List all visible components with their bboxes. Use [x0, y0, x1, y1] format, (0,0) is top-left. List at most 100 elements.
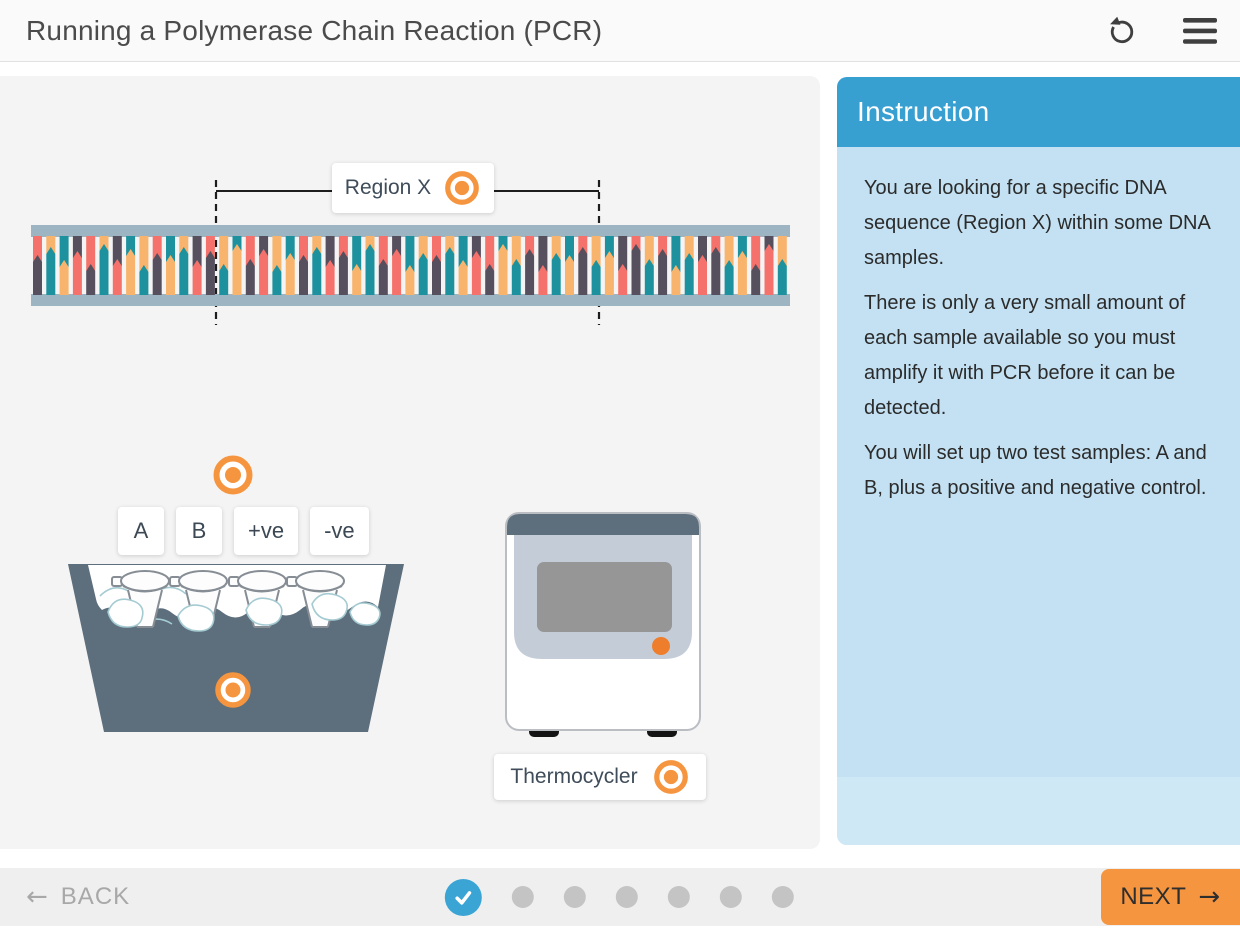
dna-base-pair: [33, 236, 42, 295]
ice-bucket: [68, 564, 404, 732]
progress-step: [511, 886, 534, 908]
next-arrow-icon: →: [1198, 882, 1221, 912]
sample-label-b: B: [176, 507, 222, 555]
dna-base-pair: [352, 236, 362, 295]
dna-base-pair: [471, 236, 481, 295]
region-x-label-text: Region X: [344, 176, 432, 199]
dna-base-pair: [724, 236, 734, 295]
dna-base-pair: [498, 236, 508, 295]
dna-base-pair: [737, 236, 747, 295]
dna-base-pair: [405, 236, 415, 295]
instruction-title: Instruction: [857, 96, 990, 127]
progress-step: [719, 886, 742, 908]
dna-base-pair: [166, 236, 175, 295]
dna-base-pair: [458, 236, 468, 295]
app-header: Running a Polymerase Chain Reaction (PCR…: [0, 0, 1240, 62]
footer-bar: ← BACK NEXT →: [0, 868, 1240, 926]
dna-base-pair: [99, 236, 109, 295]
reset-icon: [1110, 16, 1134, 44]
dna-base-pair: [378, 236, 388, 295]
dna-base-pair: [604, 236, 614, 295]
dna-base-pair: [445, 236, 455, 295]
dna-base-pair: [259, 236, 269, 295]
next-button[interactable]: NEXT →: [1101, 869, 1240, 925]
dna-base-pair: [299, 236, 308, 295]
region-x-label[interactable]: Region X: [332, 163, 494, 213]
dna-base-pair: [631, 236, 641, 295]
dna-base-pair: [751, 236, 761, 295]
dna-base-pair: [219, 236, 229, 295]
back-button[interactable]: ← BACK: [26, 868, 130, 926]
target-icon[interactable]: [213, 455, 253, 495]
dna-base-pair: [711, 236, 721, 295]
dna-base-pair: [312, 236, 322, 295]
dna-base-pair: [112, 236, 122, 295]
dna-base-pair: [551, 236, 561, 295]
progress-step: [615, 886, 638, 908]
dna-base-pair: [152, 236, 162, 295]
dna-base-pair: [618, 236, 628, 295]
reset-button[interactable]: [1102, 11, 1142, 51]
dna-base-pair: [684, 236, 694, 295]
hamburger-menu-icon: [1183, 18, 1217, 44]
dna-base-pair: [525, 236, 535, 295]
dna-base-pair: [565, 236, 574, 295]
instruction-panel-header: Instruction: [837, 77, 1240, 147]
dna-base-pair: [46, 236, 56, 295]
ice-lumps: [107, 592, 381, 632]
dna-base-pair: [179, 236, 189, 295]
dna-base-pair: [285, 236, 295, 295]
dna-base-pair: [698, 236, 707, 295]
header-icons: [1102, 0, 1222, 62]
instruction-panel-footer: [837, 777, 1240, 845]
simulation-illustration: [31, 180, 790, 737]
progress-step-completed: [444, 878, 482, 916]
thermocycler-label[interactable]: Thermocycler: [494, 754, 706, 800]
instruction-paragraph: You are looking for a specific DNA seque…: [864, 177, 1210, 269]
dna-base-pair: [59, 236, 69, 295]
dna-base-pair: [644, 236, 654, 295]
dna-base-pair: [338, 236, 348, 295]
dna-base-pair: [671, 236, 681, 295]
dna-base-pair: [392, 236, 402, 295]
target-icon[interactable]: [652, 758, 690, 796]
progress-step: [667, 886, 690, 908]
back-arrow-icon: ←: [26, 882, 49, 912]
progress-step: [771, 886, 794, 908]
next-button-label: NEXT: [1120, 883, 1187, 910]
dna-base-pair: [538, 236, 548, 295]
dna-base-pair: [205, 236, 215, 295]
menu-button[interactable]: [1178, 12, 1222, 50]
dna-base-pair: [485, 236, 495, 295]
dna-base-pair: [126, 236, 136, 295]
target-icon[interactable]: [443, 169, 481, 207]
progress-step: [563, 886, 586, 908]
instruction-panel: Instruction You are looking for a specif…: [837, 77, 1240, 845]
thermocycler-button: [652, 637, 670, 655]
dna-base-pair: [365, 236, 375, 295]
dna-base-pair: [432, 236, 441, 295]
instruction-paragraph: There is only a very small amount of eac…: [864, 292, 1186, 419]
dna-base-pair: [658, 236, 668, 295]
thermocycler: [505, 512, 701, 737]
sample-label-pos: +ve: [234, 507, 299, 555]
instruction-body: You are looking for a specific DNA seque…: [837, 147, 1240, 777]
thermocycler-label-text: Thermocycler: [510, 765, 638, 788]
dna-base-pair: [72, 236, 82, 295]
dna-base-pair: [272, 236, 282, 295]
target-icon[interactable]: [218, 675, 248, 705]
page-title: Running a Polymerase Chain Reaction (PCR…: [26, 14, 603, 46]
sample-label-a: A: [118, 507, 164, 555]
dna-base-pair: [418, 236, 428, 295]
dna-base-pair: [511, 236, 521, 295]
dna-base-pair: [578, 236, 588, 295]
dna-base-pair: [325, 236, 335, 295]
dna-base-pair: [245, 236, 255, 295]
back-button-label: BACK: [60, 883, 131, 910]
dna-base-pair: [139, 236, 149, 295]
thermocycler-screen: [537, 562, 672, 632]
instruction-paragraph: You will set up two test samples: A and …: [864, 442, 1207, 499]
dna-base-pair: [86, 236, 96, 295]
